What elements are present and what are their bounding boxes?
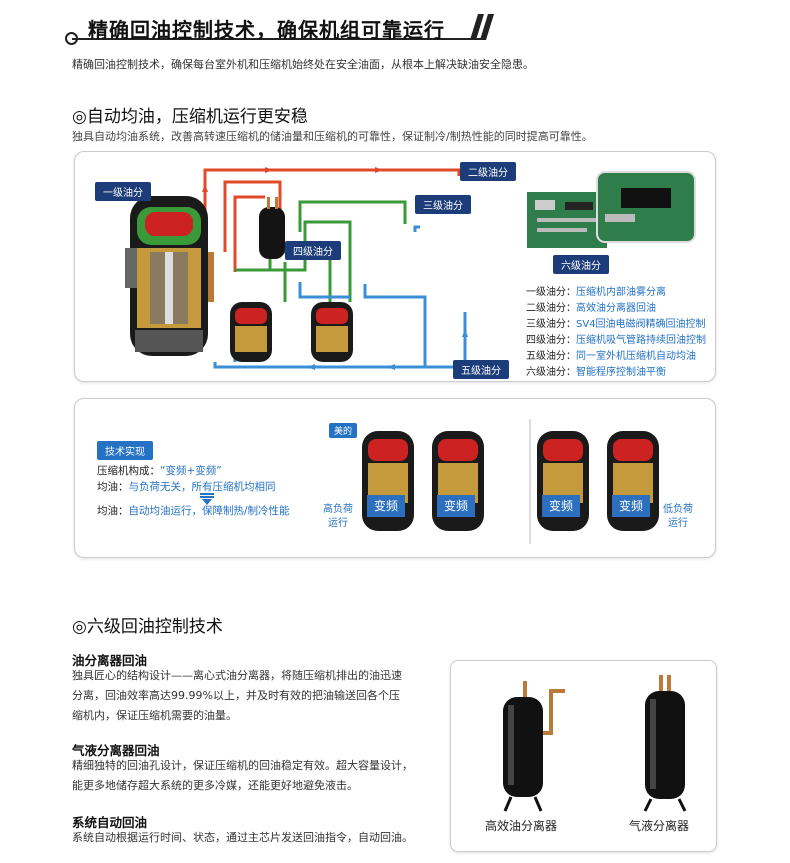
brand-logo: 美的 bbox=[329, 423, 358, 438]
subsection-text: 系统自动根据运行时间、状态，通过主芯片发送回油指令，自动回油。 bbox=[72, 831, 413, 844]
legend-row: 六级油分：智能程序控制油平衡 bbox=[526, 367, 666, 378]
separator-illustrations bbox=[503, 675, 687, 812]
tech-row: 均油：与负荷无关，所有压缩机均相同 bbox=[97, 481, 276, 493]
compressor-label: 变频 bbox=[437, 495, 475, 517]
subsection-heading: 油分离器回油 bbox=[72, 653, 148, 668]
stripes-icon bbox=[470, 14, 494, 40]
legend-row: 四级油分：压缩机吸气管路持续回油控制 bbox=[526, 335, 706, 346]
subsection-heading: 系统自动回油 bbox=[72, 815, 148, 830]
compressor-pair-illustration bbox=[362, 419, 659, 544]
compressor-label: 变频 bbox=[612, 495, 650, 517]
section1-desc: 独具自动均油系统，改善高转速压缩机的储油量和压缩机的可靠性，保证制冷/制热性能的… bbox=[72, 130, 593, 143]
tech-implementation-panel: 技术实现 压缩机构成：“变频+变频” 均油：与负荷无关，所有压缩机均相同 均油：… bbox=[74, 398, 716, 558]
legend-row: 一级油分：压缩机内部油雾分离 bbox=[526, 287, 666, 298]
tag-level3: 三级油分 bbox=[415, 195, 471, 214]
tag-level2: 二级油分 bbox=[460, 162, 516, 181]
subsection-text: 精细独特的回油孔设计，保证压缩机的回油稳定有效。超大容量设计， 能更多地储存超大… bbox=[72, 759, 413, 792]
compressor-label: 变频 bbox=[367, 495, 405, 517]
control-board-illustration bbox=[527, 171, 696, 248]
oil-separator-illustration bbox=[259, 197, 285, 259]
tag-level1: 一级油分 bbox=[95, 182, 151, 201]
piping-diagram bbox=[125, 167, 696, 370]
small-compressor-1-illustration bbox=[230, 302, 272, 362]
oil-return-diagram-panel: 一级油分 二级油分 三级油分 四级油分 五级油分 六级油分 一级油分：压缩机内部… bbox=[74, 151, 716, 382]
header-underline bbox=[72, 38, 482, 40]
high-load-label: 高负荷运行 bbox=[323, 504, 353, 529]
subsection-text: 独具匠心的结构设计——离心式油分离器，将随压缩机排出的油迅速 分离，回油效率高达… bbox=[72, 669, 402, 722]
legend-row: 三级油分：SV4回油电磁阀精确回油控制 bbox=[526, 319, 706, 330]
page-title: 精确回油控制技术，确保机组可靠运行 bbox=[88, 18, 445, 42]
tech-row: 压缩机构成：“变频+变频” bbox=[97, 465, 222, 477]
subsection-heading: 气液分离器回油 bbox=[72, 743, 160, 758]
legend-row: 五级油分：同一室外机压缩机自动均油 bbox=[526, 351, 696, 362]
caption-oil-separator: 高效油分离器 bbox=[485, 819, 558, 833]
separator-images-panel: 高效油分离器 气液分离器 bbox=[450, 660, 717, 852]
caption-gas-liquid-separator: 气液分离器 bbox=[629, 819, 690, 833]
small-compressor-2-illustration bbox=[311, 302, 353, 362]
tech-title: 技术实现 bbox=[97, 441, 153, 460]
down-arrow-icon bbox=[200, 493, 214, 505]
section2-title: ◎六级回油控制技术 bbox=[72, 617, 223, 637]
section1-title: ◎自动均油，压缩机运行更安稳 bbox=[72, 107, 308, 127]
legend-row: 二级油分：高效油分离器回油 bbox=[526, 303, 656, 314]
main-compressor-illustration bbox=[125, 196, 214, 356]
tag-level5: 五级油分 bbox=[453, 360, 509, 379]
low-load-label: 低负荷运行 bbox=[663, 504, 693, 529]
compressor-label: 变频 bbox=[542, 495, 580, 517]
tag-level4: 四级油分 bbox=[285, 241, 341, 260]
tag-level6: 六级油分 bbox=[553, 255, 609, 274]
intro-text: 精确回油控制技术，确保每台室外机和压缩机始终处在安全油面，从根本上解决缺油安全隐… bbox=[72, 58, 534, 71]
tech-row: 均油：自动均油运行，保障制热/制冷性能 bbox=[97, 505, 290, 517]
